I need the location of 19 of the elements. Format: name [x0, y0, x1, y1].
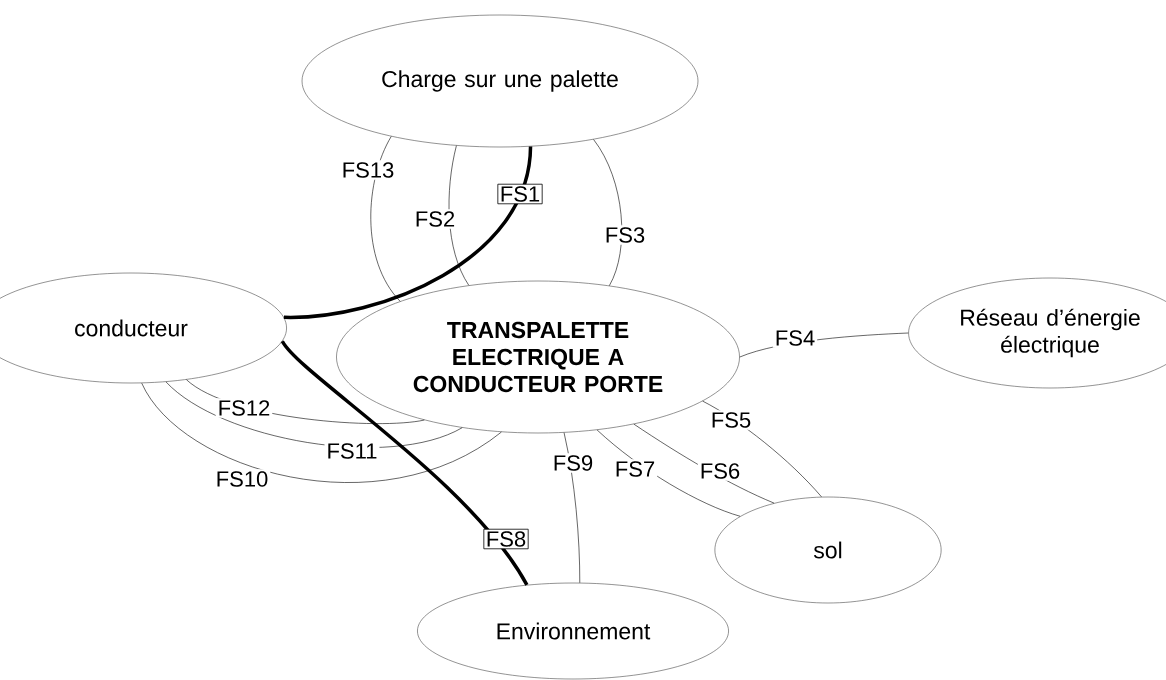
edge-label: FS13	[339, 160, 397, 180]
edge-label: FS12	[215, 398, 273, 418]
edge-label: FS4	[772, 328, 818, 348]
edge-label: FS2	[412, 209, 458, 229]
edge-label: FS5	[708, 410, 754, 430]
connector-line	[141, 382, 502, 483]
connector-line	[448, 145, 470, 286]
edge-label: FS3	[602, 225, 648, 245]
edge-label: FS9	[550, 453, 596, 473]
boxed-label: FS8	[483, 528, 529, 550]
connector-line	[370, 136, 401, 302]
connector-line	[280, 340, 529, 586]
edge-label: FS7	[612, 459, 658, 479]
connector-line	[283, 146, 533, 320]
edge-label: FS6	[697, 461, 743, 481]
connector-line	[593, 139, 623, 286]
edge-label: FS10	[213, 469, 271, 489]
boxed-label: FS1	[497, 183, 543, 205]
edge-label: FS11	[324, 441, 380, 461]
